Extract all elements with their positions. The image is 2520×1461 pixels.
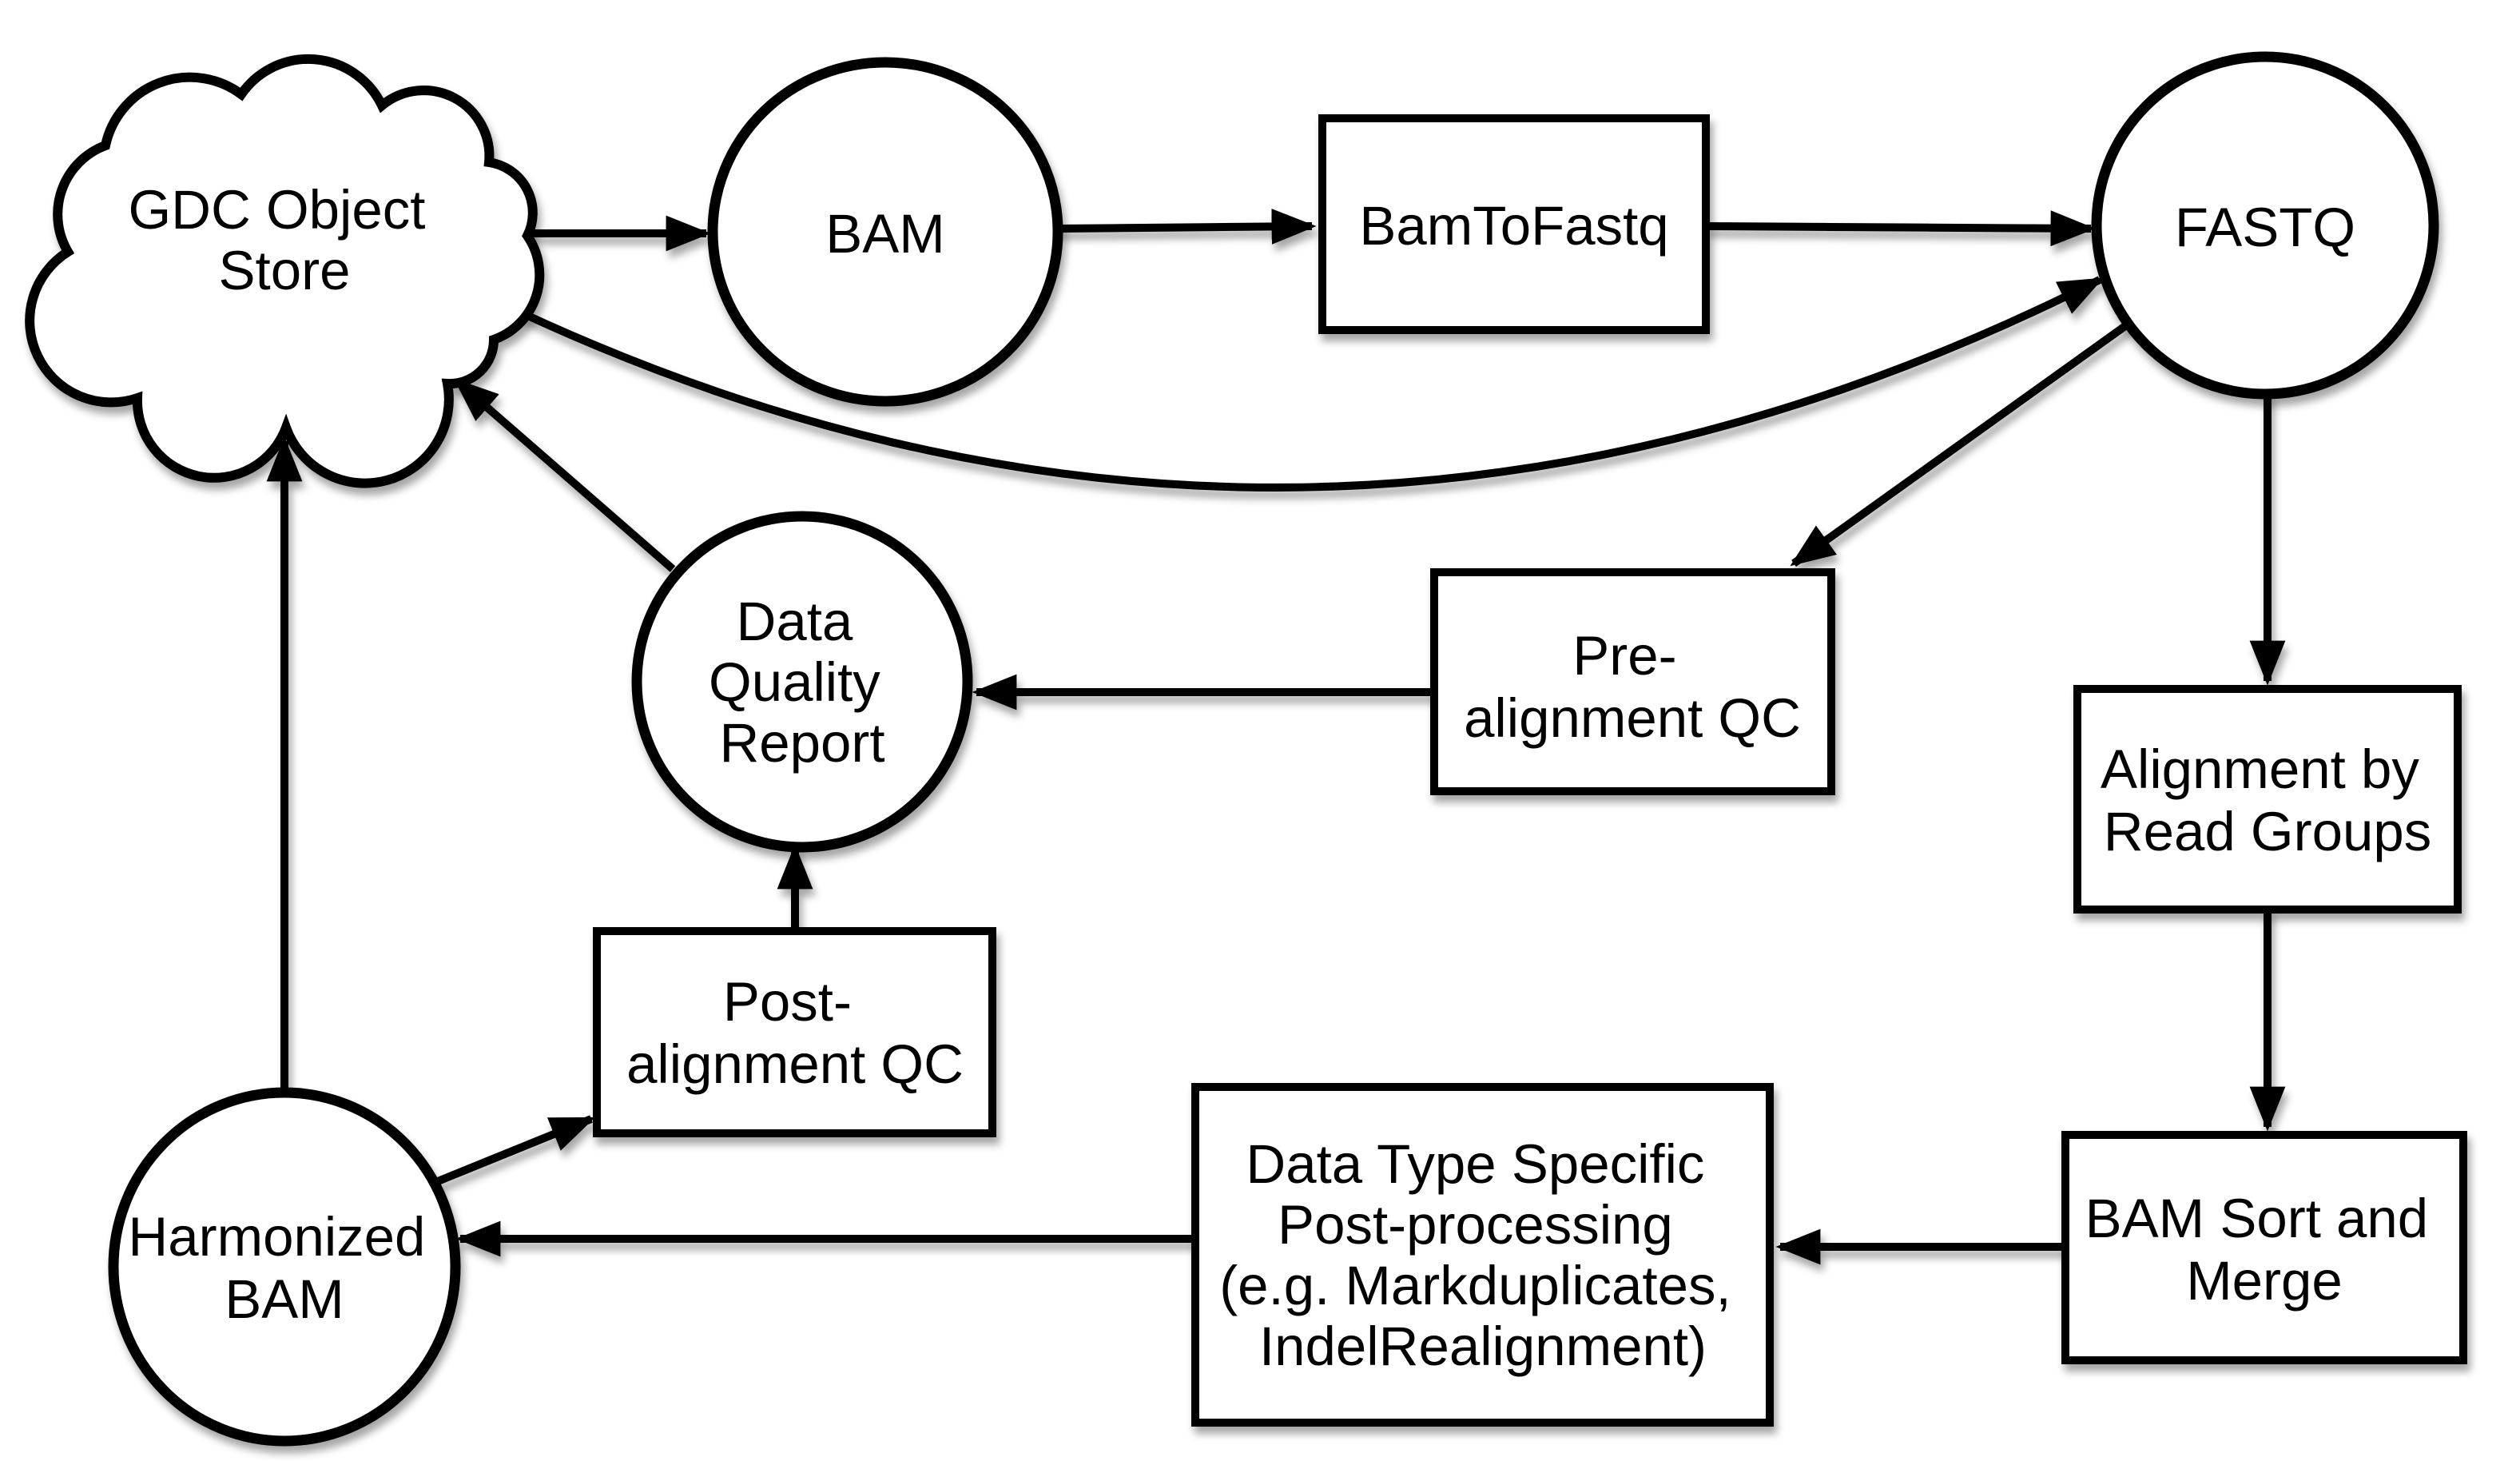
node-harmonized-bam: Harmonized BAM <box>108 1087 461 1447</box>
label-line: Quality <box>709 651 880 713</box>
bam-to-fastq-label: BamToFastq <box>1359 195 1668 257</box>
label-line: Alignment by <box>2101 738 2419 800</box>
bam-sort-and-merge-label: BAM Sort and Merge <box>2085 1188 2444 1312</box>
harmonized-bam-label: Harmonized BAM <box>128 1206 440 1330</box>
cloud-shape <box>25 54 545 488</box>
data-type-specific-label: Data Type Specific Post-processing (e.g.… <box>1219 1133 1747 1377</box>
edge-data-quality-report-to-gdc-object-store <box>453 378 676 572</box>
label-line: (e.g. Markduplicates, <box>1219 1255 1731 1316</box>
label-line: Post-processing <box>1278 1194 1673 1256</box>
node-bam-sort-and-merge: BAM Sort and Merge <box>2061 1131 2467 1364</box>
edge-harmonized-bam-to-post-alignment-qc <box>436 1115 596 1185</box>
label-line: Pre- <box>1572 625 1676 687</box>
node-data-quality-report: Data Quality Report <box>631 511 973 853</box>
node-alignment-by-read-groups: Alignment by Read Groups <box>2073 685 2462 914</box>
label-line: Harmonized <box>128 1206 425 1268</box>
edge-bamtofastq-to-fastq <box>1705 210 2096 247</box>
label-line: alignment QC <box>1464 687 1801 749</box>
node-post-alignment-qc: Post- alignment QC <box>593 927 996 1137</box>
label-line: Data <box>737 591 853 652</box>
node-pre-alignment-qc: Pre- alignment QC <box>1430 568 1835 795</box>
fastq-circle <box>2091 51 2439 400</box>
label-line: BAM <box>825 203 945 265</box>
node-bam-to-fastq: BamToFastq <box>1318 114 1710 334</box>
bam-to-fastq-box <box>1318 114 1710 334</box>
post-alignment-qc-label: Post- alignment QC <box>626 971 964 1095</box>
label-line: FASTQ <box>2175 197 2355 258</box>
pre-alignment-qc-box <box>1430 568 1835 795</box>
label-line: alignment QC <box>626 1033 964 1095</box>
label-line: GDC Object <box>128 179 425 241</box>
harmonized-bam-circle <box>108 1087 461 1447</box>
alignment-by-read-groups-label: Alignment by Read Groups <box>2101 738 2435 862</box>
pre-alignment-qc-label: Pre- alignment QC <box>1464 625 1801 749</box>
label-line: Post- <box>723 971 852 1033</box>
label-line: Data Type Specific <box>1246 1133 1704 1195</box>
node-data-type-specific-post-processing: Data Type Specific Post-processing (e.g.… <box>1191 1083 1774 1427</box>
bam-label: BAM <box>825 203 945 265</box>
label-line: IndelRealignment) <box>1259 1316 1707 1377</box>
alignment-by-read-groups-box <box>2073 685 2462 914</box>
edge-gdc-object-store-to-fastq-curve <box>520 276 2105 492</box>
label-line: Report <box>719 712 884 774</box>
node-bam: BAM <box>707 57 1063 407</box>
data-quality-report-circle <box>631 511 973 853</box>
data-quality-report-label: Data Quality Report <box>709 591 896 774</box>
post-alignment-qc-box <box>593 927 996 1137</box>
data-type-specific-box <box>1191 1083 1774 1427</box>
bam-sort-and-merge-box <box>2061 1131 2467 1364</box>
node-fastq: FASTQ <box>2091 51 2439 400</box>
fastq-label: FASTQ <box>2175 197 2355 258</box>
label-line: Merge <box>2186 1250 2343 1312</box>
bam-circle <box>707 57 1063 407</box>
node-gdc-object-store: GDC Object Store <box>25 54 545 488</box>
gdc-object-store-label: GDC Object Store <box>128 179 440 301</box>
edges-layer <box>266 209 2286 1265</box>
edge-bam-to-bamtofastq <box>1057 209 1317 245</box>
label-line: Read Groups <box>2104 801 2431 862</box>
edge-fastq-to-pre-alignment-qc <box>1790 320 2131 567</box>
label-line: BamToFastq <box>1359 195 1668 257</box>
label-line: BAM Sort and <box>2085 1188 2429 1249</box>
label-line: BAM <box>225 1268 344 1330</box>
label-line: Store <box>219 240 351 301</box>
